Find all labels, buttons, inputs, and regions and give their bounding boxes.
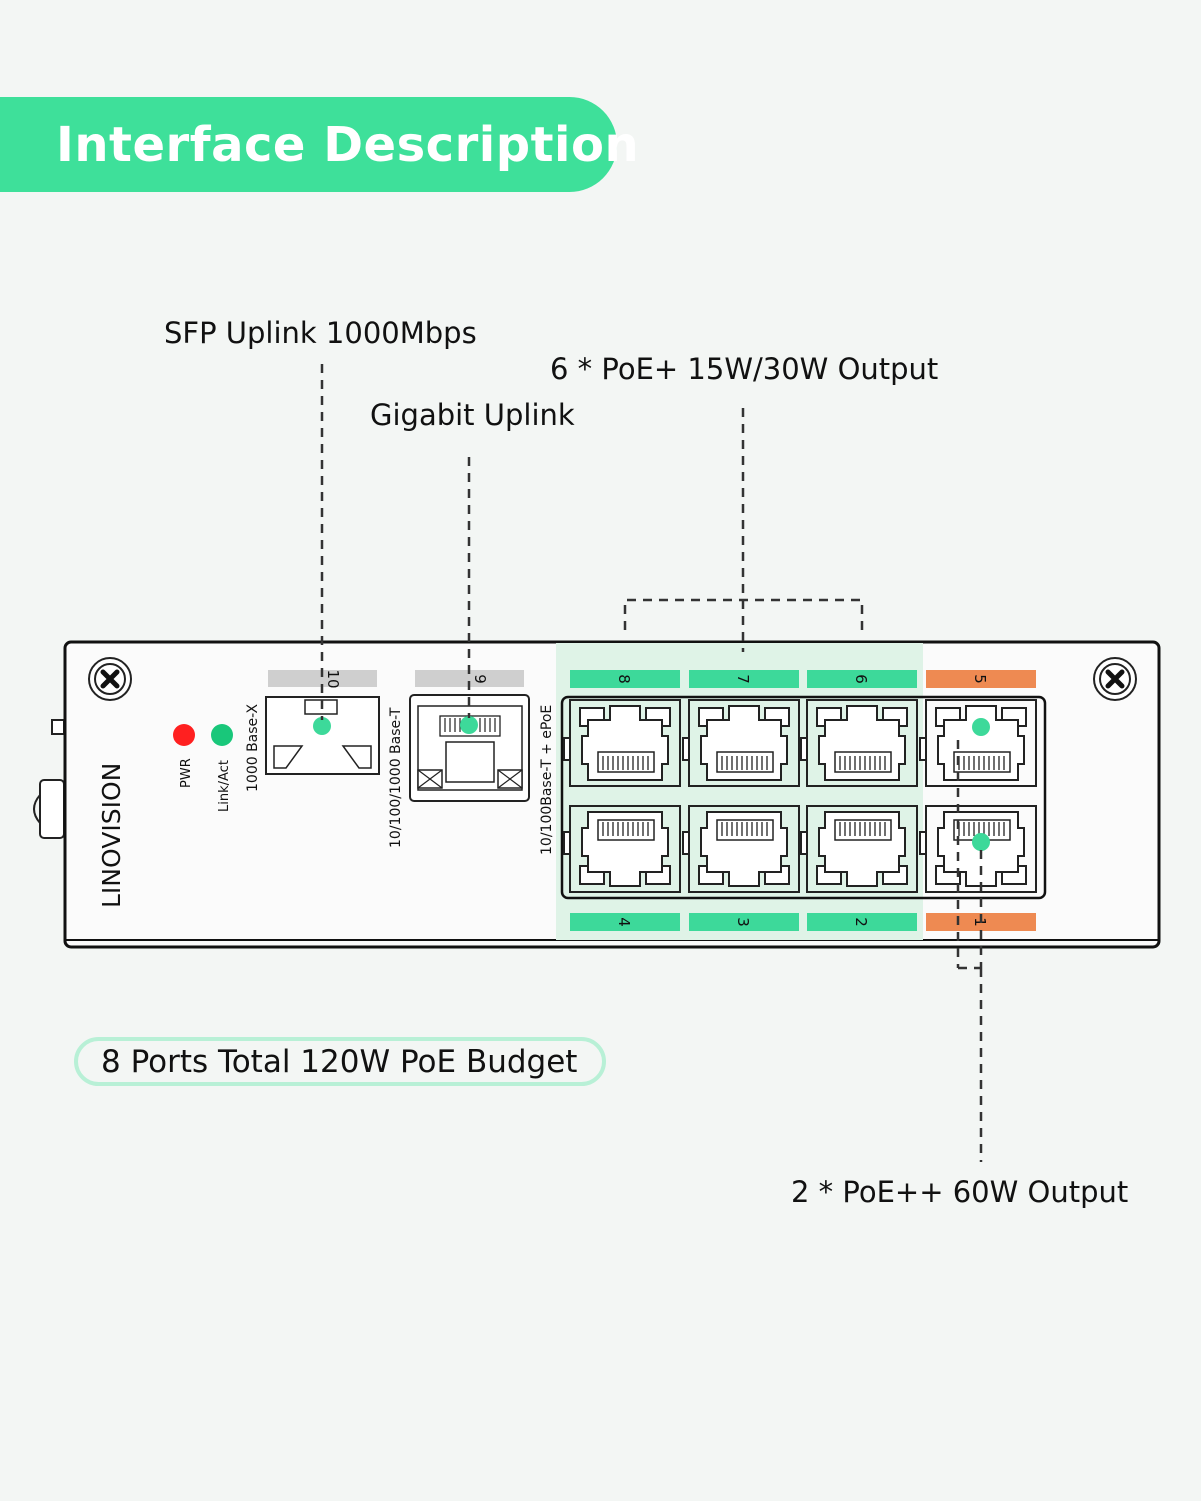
pwr-led-label: PWR	[179, 758, 194, 788]
port-5-indicator	[972, 718, 990, 736]
port-number-6: 6	[852, 674, 870, 684]
port-1-indicator	[972, 833, 990, 851]
link-act-led	[211, 724, 233, 746]
callout-leader-lines	[320, 364, 983, 1162]
title-banner: Interface Description	[0, 97, 639, 192]
brand-label: LINOVISION	[97, 763, 126, 908]
page-title: Interface Description	[56, 117, 640, 173]
bottom-port-tabs: 4 3 2 1	[570, 913, 1036, 931]
side-connector	[33, 719, 65, 839]
poe-zone-highlight	[556, 643, 923, 940]
port-number-5: 5	[971, 674, 989, 684]
uplink-port-9[interactable]: 9	[409, 670, 530, 802]
sfp-type-label: 1000 Base-X	[245, 703, 261, 792]
screw-left-icon	[89, 658, 131, 700]
port-number-8: 8	[615, 674, 633, 684]
poe-type-label: 10/100Base-T + ePoE	[539, 705, 555, 855]
sfp-uplink-callout: SFP Uplink 1000Mbps	[164, 316, 477, 350]
poe-port-block	[560, 695, 1047, 900]
link-act-led-label: Link/Act	[217, 760, 232, 812]
port-number-3: 3	[734, 917, 752, 927]
uplink-port-indicator	[460, 716, 478, 734]
port-number-2: 2	[852, 917, 870, 927]
poe-plus-plus-callout: 2 * PoE++ 60W Output	[791, 1175, 1129, 1209]
port-number-4: 4	[615, 917, 633, 927]
sfp-port-indicator	[313, 717, 331, 735]
pwr-led	[173, 724, 195, 746]
poe-budget-badge: 8 Ports Total 120W PoE Budget	[74, 1037, 606, 1086]
top-port-tabs: 8 7 6 5	[570, 670, 1036, 688]
port-number-9: 9	[471, 674, 489, 684]
port-number-7: 7	[734, 674, 752, 684]
gigabit-uplink-callout: Gigabit Uplink	[370, 398, 575, 432]
poe-budget-text: 8 Ports Total 120W PoE Budget	[101, 1044, 578, 1080]
poe-plus-callout: 6 * PoE+ 15W/30W Output	[550, 352, 939, 386]
screw-right-icon	[1094, 658, 1136, 700]
sfp-port-10[interactable]: 10	[265, 669, 380, 775]
uplink-type-label: 10/100/1000 Base-T	[388, 707, 404, 848]
port-number-10: 10	[324, 669, 342, 688]
